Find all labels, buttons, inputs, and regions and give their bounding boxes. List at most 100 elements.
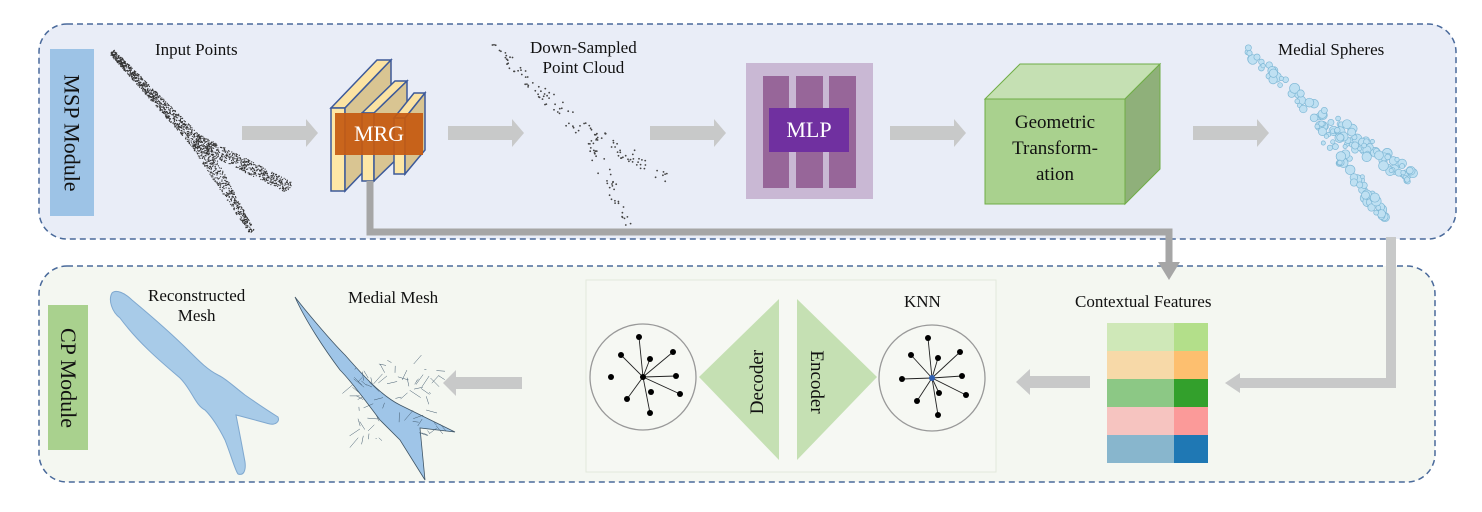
input-point [252, 162, 255, 164]
input-point [198, 134, 200, 136]
input-point [225, 180, 227, 182]
input-point [221, 154, 223, 156]
input-point [256, 167, 258, 169]
input-point [259, 169, 261, 171]
input-point [277, 176, 279, 178]
input-point [113, 54, 115, 56]
input-point [216, 181, 218, 183]
input-point [146, 94, 148, 96]
input-point [164, 110, 166, 112]
input-point [285, 187, 287, 190]
input-point [259, 169, 262, 171]
medial-sphere [1268, 68, 1278, 78]
input-point [168, 108, 170, 110]
input-point [224, 159, 226, 161]
downsampled-point [596, 132, 598, 135]
input-point [245, 166, 247, 168]
input-point [203, 139, 205, 141]
input-point [237, 159, 239, 162]
graph-node [624, 396, 630, 402]
input-point [174, 123, 176, 125]
input-point [247, 159, 249, 161]
input-point [193, 135, 195, 138]
medial-sphere [1384, 153, 1391, 161]
input-point [220, 186, 222, 188]
input-point [232, 196, 234, 198]
input-point [162, 100, 164, 103]
input-point [144, 92, 146, 94]
input-point [156, 100, 158, 102]
decoder-arrow [699, 299, 779, 460]
input-point [242, 220, 244, 222]
input-point [227, 184, 229, 186]
input-point [165, 105, 167, 107]
input-point [120, 61, 122, 63]
downsampled-point [639, 163, 642, 166]
input-point [206, 150, 208, 152]
input-point [252, 173, 254, 175]
input-point [163, 102, 166, 104]
medial-sphere [1369, 192, 1380, 203]
input-point [165, 101, 167, 103]
input-point [239, 211, 241, 213]
input-point [200, 152, 202, 154]
input-point [211, 162, 213, 164]
mesh-edge [367, 417, 379, 420]
input-point [219, 170, 222, 172]
input-point [198, 146, 200, 148]
input-point [188, 132, 190, 135]
downsampled-point [614, 199, 616, 202]
input-point [213, 162, 215, 164]
reconstructed-mesh [109, 290, 279, 475]
medial-sphere [1318, 120, 1325, 127]
input-point [236, 153, 238, 156]
mesh-edge [373, 397, 384, 401]
input-point [204, 138, 206, 140]
input-point [277, 184, 279, 186]
input-point [234, 155, 236, 157]
downsampled-point [617, 154, 620, 157]
input-point [188, 140, 190, 142]
downsampled-point [583, 122, 585, 125]
input-point [176, 127, 178, 129]
graph-edge [642, 376, 651, 414]
input-point [138, 81, 140, 84]
medial-sphere [1404, 176, 1411, 183]
downsampled-point [620, 157, 622, 160]
downsampled-point [616, 142, 618, 145]
input-point [194, 145, 197, 147]
downsampled-point [562, 101, 564, 104]
input-point [215, 143, 217, 145]
input-point [272, 174, 274, 176]
input-point [233, 202, 235, 204]
graph-edge [626, 376, 644, 400]
downsampled-point [577, 129, 580, 132]
input-point [211, 144, 214, 146]
input-point [243, 213, 245, 215]
input-point [149, 95, 151, 97]
input-point [284, 182, 286, 184]
input-point [161, 97, 163, 99]
input-point [197, 150, 199, 152]
downsampled-point [504, 52, 507, 54]
input-point [262, 167, 264, 169]
input-point [197, 138, 199, 140]
input-point [183, 126, 185, 128]
input-point [250, 164, 252, 166]
input-point [225, 156, 227, 159]
medial-sphere [1320, 140, 1326, 146]
input-point [175, 116, 177, 118]
input-point [230, 198, 232, 200]
input-point [184, 126, 186, 128]
input-point [110, 52, 112, 54]
input-point [141, 79, 143, 81]
input-point [203, 140, 205, 142]
input-point [200, 155, 202, 157]
input-point [217, 155, 219, 157]
input-point [156, 106, 158, 108]
input-point [215, 172, 217, 174]
input-point [189, 132, 192, 134]
input-point [241, 166, 243, 168]
mesh-edge [397, 376, 409, 381]
downsampled-point [507, 62, 510, 65]
